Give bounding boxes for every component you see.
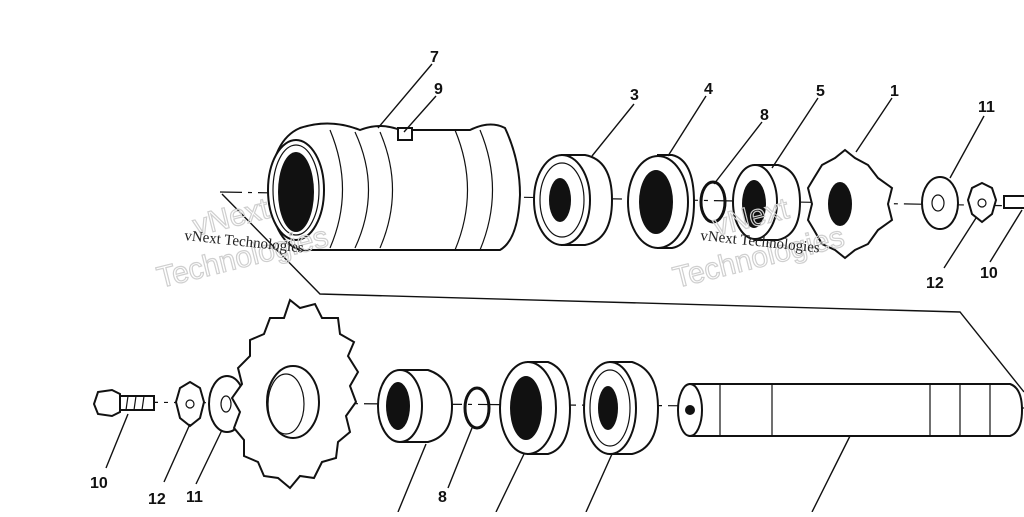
bearing-bottom: [583, 361, 660, 455]
bearing-part-3-top: [533, 154, 614, 246]
callout-12-top: 12: [926, 275, 944, 292]
race-part-4-top: [627, 154, 696, 249]
spacer-bottom: [377, 369, 454, 443]
bolt-part-10-bottom: [92, 388, 155, 418]
callout-3: 3: [630, 87, 639, 104]
callout-4: 4: [704, 81, 713, 98]
callout-1: 1: [890, 83, 899, 100]
callout-10-bottom: 10: [90, 475, 108, 492]
callout-12-bottom: 12: [148, 491, 166, 508]
leader-lines: [105, 63, 1023, 513]
race-bottom: [499, 361, 572, 455]
sprocket-bottom: [230, 298, 360, 490]
callout-11-bottom: 11: [186, 489, 203, 506]
bolt-part-10-top: [1003, 195, 1024, 209]
sprocket-part-1-top: [806, 148, 894, 260]
lock-washer-part-12-top: [966, 181, 998, 224]
washer-part-11-top: [921, 176, 959, 230]
callout-10-top: 10: [980, 265, 998, 282]
callout-5: 5: [816, 83, 825, 100]
callout-7: 7: [430, 49, 439, 66]
connector-line: [221, 193, 1024, 393]
callout-8-bottom: 8: [438, 489, 447, 506]
callout-11-top: 11: [978, 99, 995, 116]
callout-8-top: 8: [760, 107, 769, 124]
housing-part-7: [267, 122, 522, 251]
o-ring-part-8-bottom: [463, 386, 491, 430]
callout-9: 9: [434, 81, 443, 98]
shaft: [677, 383, 1024, 437]
o-ring-part-8-top: [699, 180, 727, 224]
lock-washer-part-12-bottom: [174, 380, 206, 428]
spacer-part-5-top: [732, 164, 802, 241]
